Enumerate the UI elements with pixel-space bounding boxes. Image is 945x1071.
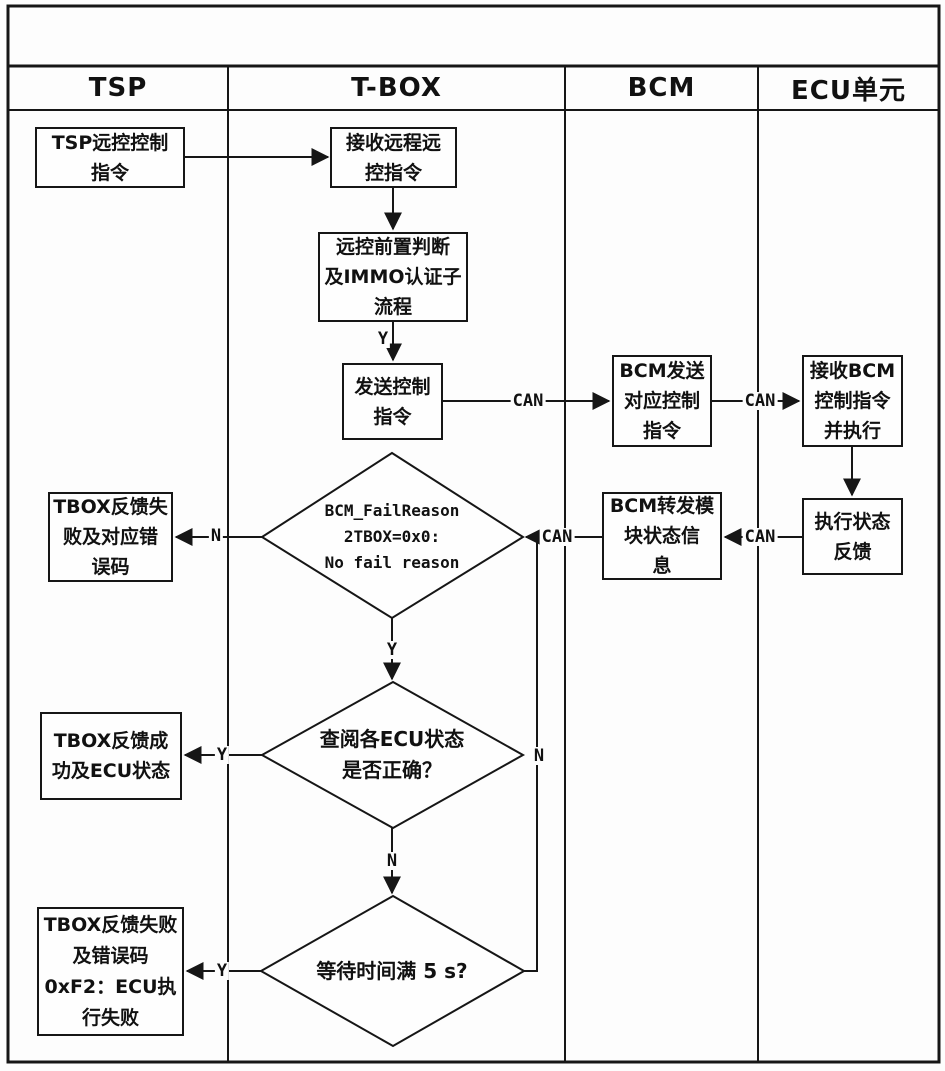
process-box-ecu-recv: 接收BCM 控制指令 并执行 [802,355,903,447]
decision-diamond-wait-5s [258,894,527,1048]
lane-header-tbox: T-BOX [351,73,442,103]
decision-diamond-ecu-status-ok [259,680,526,830]
lane-header-ecu: ECU单元 [791,75,906,106]
edge-label-yes-precheck: Y [375,329,391,349]
process-box-tbox-fail-ecu: TBOX反馈失败 及错误码 0xF2：ECU执 行失败 [37,907,184,1036]
edge-label-yes-failreason: Y [384,640,400,660]
process-box-tbox-success: TBOX反馈成 功及ECU状态 [40,712,182,800]
edge-label-can-ecufeedback: CAN [742,527,778,547]
edge-label-can-bcmforward: CAN [539,527,575,547]
process-box-recv-remote: 接收远程远 控指令 [330,127,457,188]
process-box-bcm-forward: BCM转发模 块状态信 息 [602,492,722,580]
lane-header-tsp: TSP [88,73,148,103]
loopback-connector [524,537,538,972]
edge-label-no-failreason: N [208,526,224,546]
decision-diamond-fail-reason [260,451,525,620]
decision-text-fail-reason: BCM_FailReason 2TBOX=0x0: No fail reason [324,501,460,572]
edge-label-no-wait5s-loop: N [531,746,547,766]
process-box-tbox-fail-reason: TBOX反馈失 败及对应错 误码 [48,492,173,582]
process-box-ecu-feedback: 执行状态 反馈 [802,498,903,575]
decision-text-wait-5s: 等待时间满 5 s? [316,958,468,983]
edge-label-can-bcmsend: CAN [742,391,778,411]
lane-header-bcm: BCM [627,73,696,103]
process-box-bcm-send: BCM发送 对应控制 指令 [612,355,712,447]
edge-label-yes-ecustatusok: Y [214,745,230,765]
edge-label-no-ecustatusok: N [384,851,400,871]
figure-frame [6,4,941,1064]
process-box-tsp-cmd: TSP远控控制 指令 [35,127,185,188]
process-box-send-cmd: 发送控制 指令 [342,363,443,440]
decision-text-ecu-status-ok: 查阅各ECU状态 是否正确？ [319,727,465,782]
process-box-precheck-immo: 远控前置判断 及IMMO认证子 流程 [318,232,468,322]
edge-label-yes-wait5s: Y [214,961,230,981]
edge-label-can-sendcmd: CAN [510,391,546,411]
